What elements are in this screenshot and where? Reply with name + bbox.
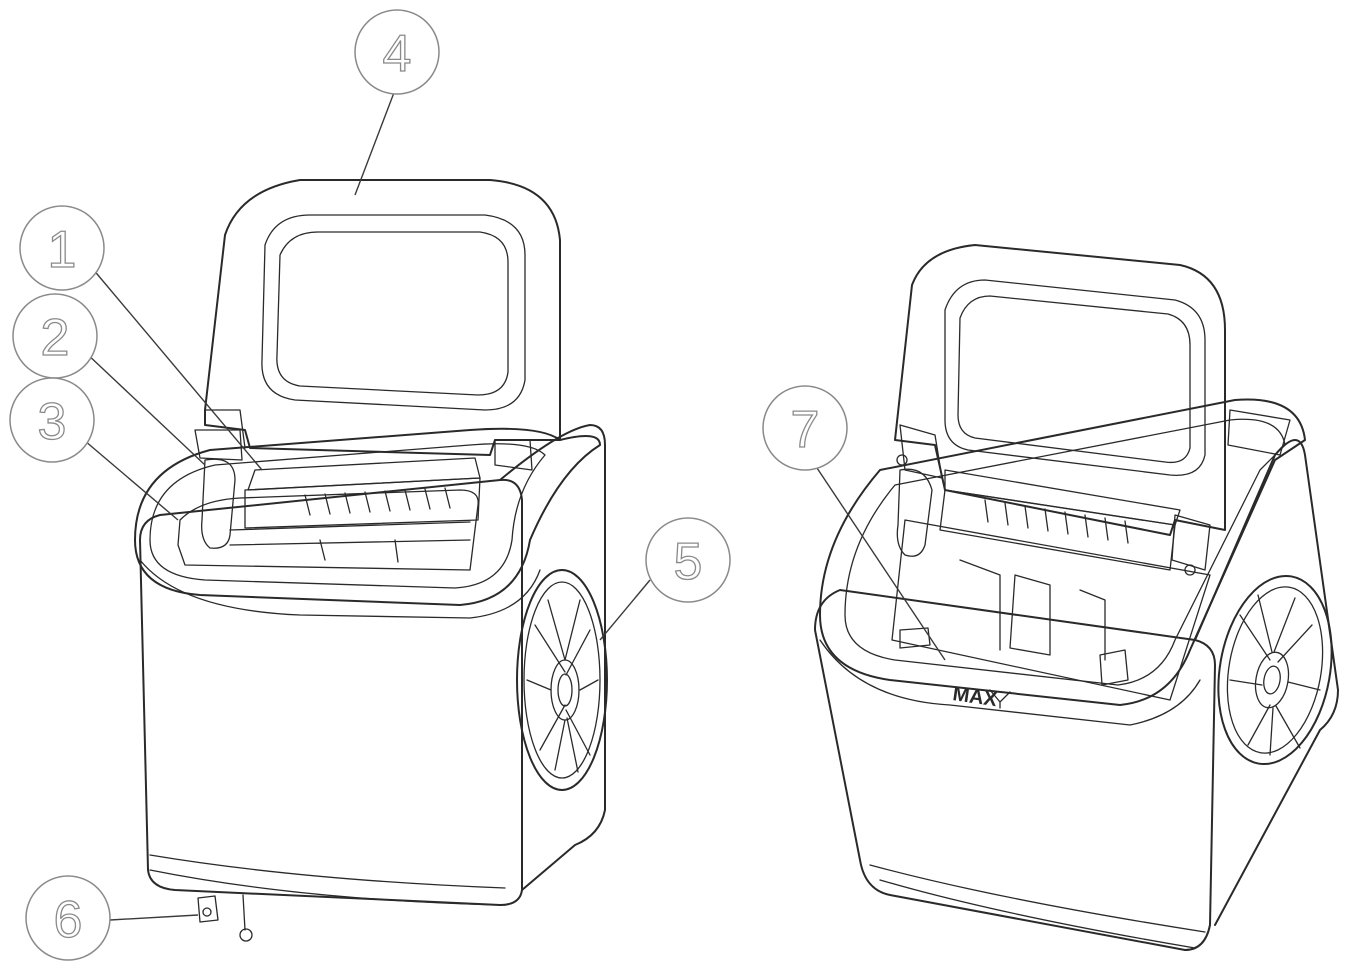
- right-ice-basket: [899, 559, 1129, 686]
- leader-lines: [77, 89, 946, 921]
- left-ice-basket: [229, 521, 471, 563]
- callout-7-label: 7: [791, 401, 820, 459]
- right-ice-tray-grille: [939, 469, 1181, 571]
- right-max-water-line: MAX: [951, 683, 1011, 711]
- callout-1: 1: [19, 205, 105, 291]
- left-scoop-paddle: [201, 458, 236, 549]
- right-body-side: [1194, 439, 1339, 926]
- right-body-bottom-edge: [869, 864, 1206, 949]
- leader-4: [354, 89, 396, 196]
- callout-6: 6: [25, 875, 111, 961]
- callout-1-label: 1: [48, 221, 77, 279]
- leader-7: [814, 464, 946, 661]
- leader-6: [109, 914, 199, 921]
- right-inner-opening: [891, 519, 1211, 701]
- left-body-front: [139, 478, 523, 906]
- leader-5: [599, 579, 651, 641]
- left-top-rim: [134, 427, 601, 606]
- left-drain-plug: [197, 894, 253, 942]
- callout-3: 3: [9, 377, 95, 463]
- leader-3: [77, 434, 179, 521]
- callout-2-label: 2: [41, 309, 70, 367]
- callout-4: 4: [354, 9, 440, 95]
- callout-4-label: 4: [383, 25, 412, 83]
- right-top-rim: [819, 398, 1306, 706]
- left-top-rim-inner: [149, 443, 546, 589]
- max-label: MAX: [951, 683, 999, 711]
- left-body-bottom-edge: [149, 854, 506, 906]
- left-ice-tray-grille: [244, 457, 481, 529]
- right-body-front: [814, 589, 1216, 951]
- callout-5: 5: [645, 517, 731, 603]
- callout-5-label: 5: [674, 533, 703, 591]
- left-body-side: [499, 424, 606, 891]
- right-lid: [894, 244, 1291, 576]
- left-top-rim-outer: [139, 559, 541, 619]
- leader-1: [91, 267, 263, 471]
- left-side-fan: [516, 569, 608, 791]
- right-side-fan: [1217, 574, 1333, 766]
- callout-7: 7: [762, 385, 848, 471]
- leader-2: [84, 351, 206, 466]
- left-inner-opening: [177, 489, 479, 571]
- left-lid: [194, 179, 561, 471]
- callout-6-label: 6: [54, 891, 83, 949]
- right-ice-maker: MAX: [814, 244, 1339, 951]
- callout-3-label: 3: [38, 393, 67, 451]
- left-ice-maker: [134, 179, 608, 942]
- callout-2: 2: [12, 293, 98, 379]
- right-top-rim-outer: [819, 639, 1201, 726]
